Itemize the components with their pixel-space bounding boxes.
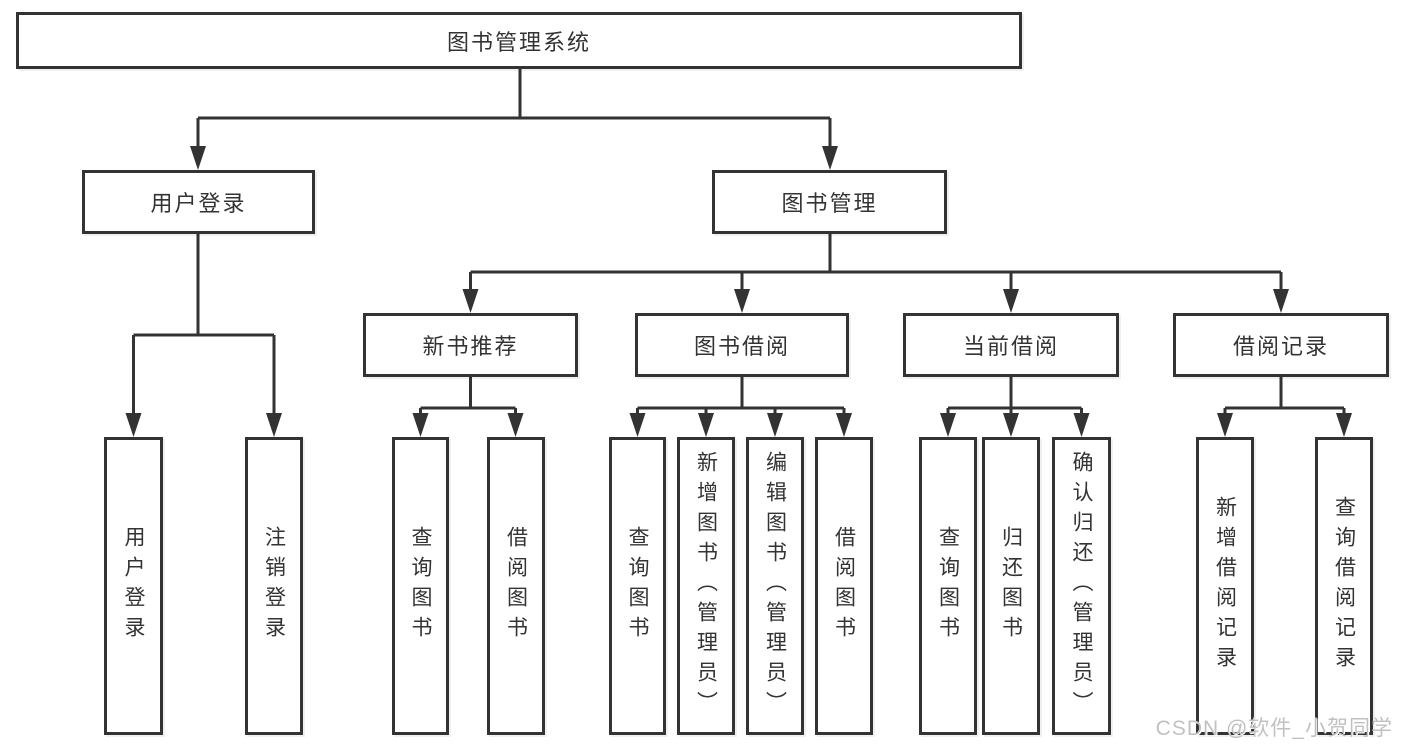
leaf-edit-book-admin: 编辑图书（管理员） — [746, 437, 804, 735]
leaf-user-login-label: 用户登录 — [122, 526, 145, 646]
leaf-borrow-books-recommend: 借阅图书 — [487, 437, 545, 735]
leaf-query-books-current: 查询图书 — [919, 437, 977, 735]
leaf-query-books-recommend-label: 查询图书 — [409, 526, 432, 646]
node-current-borrow-label: 当前借阅 — [962, 334, 1059, 359]
leaf-query-books-current-label: 查询图书 — [936, 526, 960, 646]
connector-lines — [132, 69, 1346, 417]
leaf-add-borrow-record: 新增借阅记录 — [1196, 437, 1254, 735]
leaf-query-books-borrow: 查询图书 — [609, 437, 666, 735]
leaf-user-login: 用户登录 — [104, 437, 163, 735]
node-book-management: 图书管理 — [712, 170, 947, 234]
leaf-return-book: 归还图书 — [982, 437, 1040, 735]
csdn-watermark: CSDN @软件_小贺同学 — [1155, 717, 1393, 740]
leaf-add-borrow-record-label: 新增借阅记录 — [1213, 496, 1237, 676]
node-user-login-label: 用户登录 — [150, 191, 247, 216]
leaf-borrow-books-recommend-label: 借阅图书 — [504, 526, 528, 646]
leaf-confirm-return-admin-label: 确认归还（管理员） — [1070, 451, 1093, 721]
node-root-label: 图书管理系统 — [446, 29, 591, 55]
node-current-borrow: 当前借阅 — [903, 313, 1119, 377]
leaf-query-borrow-record-label: 查询借阅记录 — [1332, 496, 1356, 676]
leaf-logout-label: 注销登录 — [262, 526, 286, 646]
leaf-confirm-return-admin: 确认归还（管理员） — [1052, 437, 1111, 735]
leaf-query-books-recommend: 查询图书 — [392, 437, 449, 735]
node-book-borrow-label: 图书借阅 — [693, 334, 790, 359]
leaf-add-book-admin-label: 新增图书（管理员） — [694, 451, 718, 721]
node-new-book-recommend: 新书推荐 — [363, 313, 578, 377]
leaf-edit-book-admin-label: 编辑图书（管理员） — [763, 451, 787, 721]
leaf-borrow-books-borrow-label: 借阅图书 — [832, 526, 856, 646]
leaf-return-book-label: 归还图书 — [999, 526, 1023, 646]
node-book-management-label: 图书管理 — [781, 191, 878, 216]
arrowheads — [125, 146, 1352, 437]
leaf-query-books-borrow-label: 查询图书 — [626, 526, 649, 646]
leaf-logout: 注销登录 — [245, 437, 303, 735]
node-book-borrow: 图书借阅 — [635, 313, 849, 377]
leaf-add-book-admin: 新增图书（管理员） — [677, 437, 735, 735]
node-borrow-records-label: 借阅记录 — [1232, 334, 1329, 359]
leaf-borrow-books-borrow: 借阅图书 — [815, 437, 873, 735]
node-borrow-records: 借阅记录 — [1173, 313, 1389, 377]
leaf-query-borrow-record: 查询借阅记录 — [1315, 437, 1373, 735]
node-root: 图书管理系统 — [16, 12, 1022, 69]
node-user-login: 用户登录 — [82, 170, 315, 234]
node-new-book-recommend-label: 新书推荐 — [422, 334, 519, 359]
